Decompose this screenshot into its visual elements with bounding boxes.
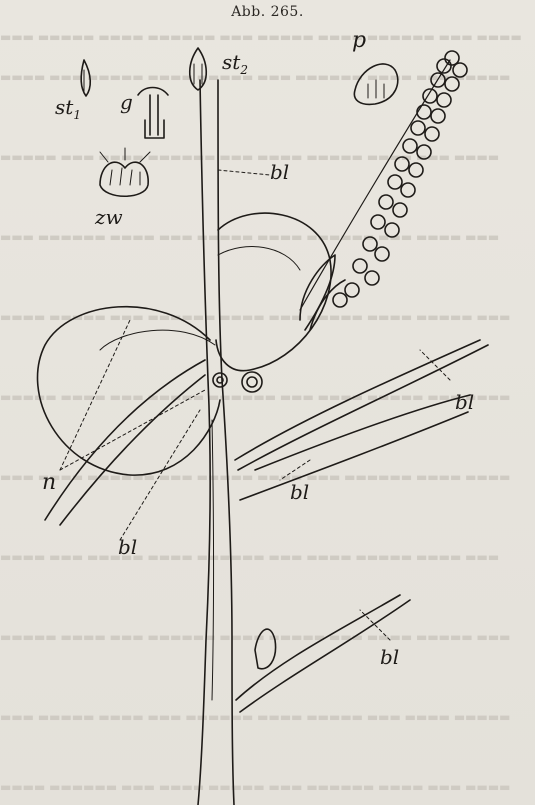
label-zw: zw: [95, 205, 123, 229]
left-drooping-leaf: [45, 360, 205, 525]
detail-st1: [81, 60, 90, 96]
label-bl-bottom: bl: [380, 645, 399, 669]
label-st2: st2: [222, 50, 248, 77]
label-st1: st1: [55, 95, 81, 122]
label-bl-top: bl: [270, 160, 289, 184]
lower-bud: [255, 629, 276, 669]
detail-st2: [190, 48, 207, 90]
label-g: g: [120, 90, 133, 114]
leader-lines: [60, 170, 450, 640]
detail-p: [354, 64, 397, 104]
detail-zw: [100, 148, 150, 196]
large-leaf-left: [38, 307, 220, 475]
upper-leaf-lobe: [216, 213, 331, 371]
label-p: p: [352, 28, 366, 53]
main-stem: [198, 80, 234, 805]
label-bl-right: bl: [455, 390, 474, 414]
spike-bracts: [213, 255, 345, 392]
label-bl-center: bl: [290, 480, 309, 504]
label-bl-left: bl: [118, 535, 137, 559]
label-n: n: [42, 470, 56, 495]
detail-g: [138, 88, 168, 139]
right-leaves: [235, 340, 488, 712]
